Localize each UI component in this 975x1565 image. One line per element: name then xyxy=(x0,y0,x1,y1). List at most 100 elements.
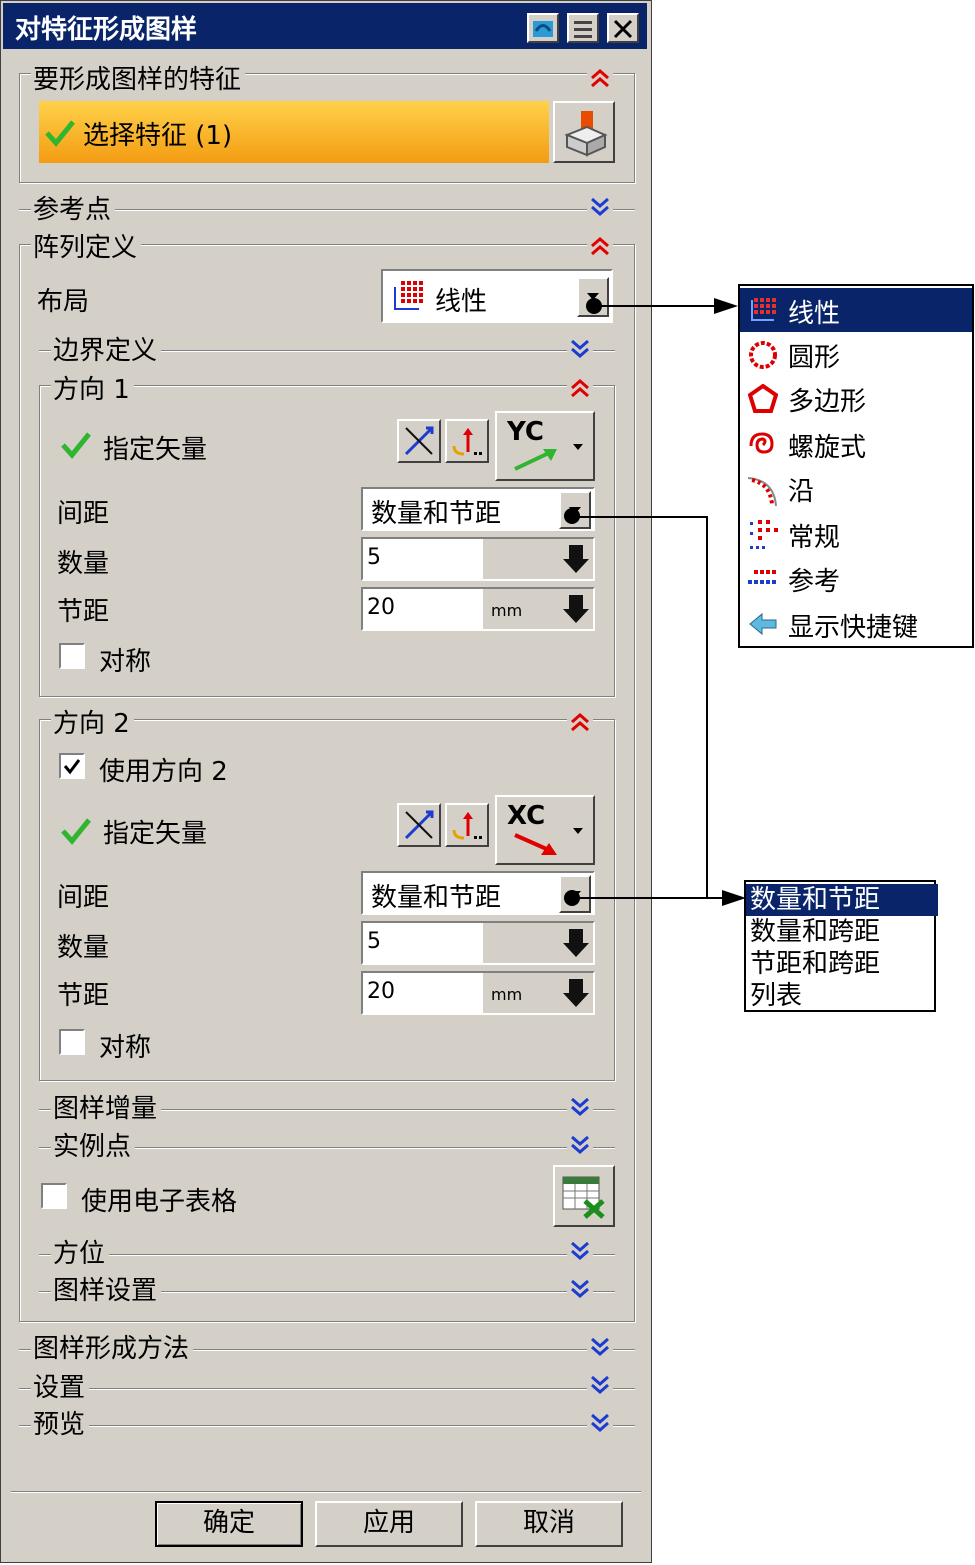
apply-button[interactable]: 应用 xyxy=(315,1501,463,1547)
vector-constructor-button[interactable] xyxy=(445,419,489,463)
separator xyxy=(19,1388,635,1390)
layout-menu-item-polygon[interactable]: 多边形 xyxy=(740,376,972,422)
layout-menu-item-along[interactable]: 沿 xyxy=(740,466,972,512)
layout-menu-item-linear[interactable]: 线性 xyxy=(740,288,972,332)
spreadsheet-icon xyxy=(562,1176,605,1219)
parameter-menu-icon[interactable] xyxy=(561,543,591,577)
close-button[interactable] xyxy=(607,13,639,43)
callout-line xyxy=(572,897,722,899)
collapse-chevron-icon[interactable] xyxy=(567,375,593,401)
layout-menu: 线性 圆形 多边形 螺旋式 沿 常规 参考 显示快捷键 xyxy=(738,284,974,648)
vector-type-dropdown[interactable]: YC xyxy=(495,411,595,481)
cancel-button[interactable]: 取消 xyxy=(475,1501,623,1547)
pattern-increment-section[interactable]: 图样增量 xyxy=(51,1088,162,1125)
expand-chevron-icon[interactable] xyxy=(567,1093,593,1119)
checkbox-check-icon xyxy=(63,759,81,775)
spacing-menu-item[interactable]: 节距和跨距 xyxy=(750,949,881,979)
spacing-menu-item[interactable]: 数量和节距 xyxy=(746,884,938,916)
expand-chevron-icon[interactable] xyxy=(567,1237,593,1263)
count-value: 5 xyxy=(367,545,381,570)
dropdown-arrow-icon xyxy=(587,293,599,300)
expand-chevron-icon[interactable] xyxy=(567,335,593,361)
reverse-direction-button[interactable] xyxy=(397,803,441,847)
reference-point-section[interactable]: 参考点 xyxy=(31,189,116,226)
spacing-dropdown[interactable]: 数量和节距 xyxy=(361,487,595,531)
spacing-label: 间距 xyxy=(57,883,110,913)
collapse-chevron-icon[interactable] xyxy=(567,709,593,735)
layout-menu-item-general[interactable]: 常规 xyxy=(740,512,972,556)
direction2-section xyxy=(39,719,615,1081)
arrow-left-icon xyxy=(749,612,777,636)
expand-chevron-icon[interactable] xyxy=(567,1275,593,1301)
dropdown-arrow-icon xyxy=(573,444,583,450)
vector-constructor-icon xyxy=(452,812,482,840)
menu-item-label: 圆形 xyxy=(788,343,841,373)
expand-chevron-icon[interactable] xyxy=(587,1409,613,1435)
symmetric-label: 对称 xyxy=(99,647,152,677)
checkmark-icon xyxy=(45,120,75,147)
array-definition-section xyxy=(19,244,635,1322)
reset-button[interactable] xyxy=(527,13,559,43)
menu-button[interactable] xyxy=(567,13,599,43)
layout-dropdown[interactable]: 线性 xyxy=(381,269,613,323)
settings-section[interactable]: 设置 xyxy=(31,1367,90,1404)
use-direction2-checkbox[interactable] xyxy=(59,753,85,779)
general-array-icon xyxy=(750,520,778,549)
ok-button[interactable]: 确定 xyxy=(155,1501,303,1547)
pattern-settings-section[interactable]: 图样设置 xyxy=(51,1270,162,1307)
expand-chevron-icon[interactable] xyxy=(587,1333,613,1359)
expand-chevron-icon[interactable] xyxy=(587,193,613,219)
use-direction2-label: 使用方向 2 xyxy=(99,757,228,787)
vector-type-dropdown[interactable]: XC xyxy=(495,795,595,865)
vector-constructor-button[interactable] xyxy=(445,803,489,847)
spreadsheet-button[interactable] xyxy=(553,1165,615,1227)
polygon-array-icon xyxy=(748,384,778,413)
use-spreadsheet-checkbox[interactable] xyxy=(41,1183,67,1209)
pitch-input[interactable]: 20 mm xyxy=(361,587,595,631)
reverse-direction-button[interactable] xyxy=(397,419,441,463)
pitch-input[interactable]: 20 mm xyxy=(361,971,595,1015)
spacing-menu-item[interactable]: 列表 xyxy=(750,981,803,1011)
layout-menu-item-circular[interactable]: 圆形 xyxy=(740,332,972,376)
symmetric-checkbox[interactable] xyxy=(59,1029,85,1055)
checkmark-icon xyxy=(61,432,91,459)
pattern-method-section[interactable]: 图样形成方法 xyxy=(31,1328,194,1365)
layout-menu-item-reference[interactable]: 参考 xyxy=(740,556,972,602)
along-curve-array-icon xyxy=(747,477,777,507)
layout-menu-item-spiral[interactable]: 螺旋式 xyxy=(740,422,972,466)
layout-value: 线性 xyxy=(435,287,488,317)
checkmark-icon xyxy=(61,818,91,845)
collapse-chevron-icon[interactable] xyxy=(587,233,613,259)
expand-chevron-icon[interactable] xyxy=(587,1371,613,1397)
menu-item-label: 沿 xyxy=(788,477,815,507)
orientation-section[interactable]: 方位 xyxy=(51,1233,110,1270)
spacing-dropdown[interactable]: 数量和节距 xyxy=(361,871,595,915)
select-feature-row[interactable]: 选择特征 (1) xyxy=(39,101,549,163)
expand-chevron-icon[interactable] xyxy=(567,1131,593,1157)
parameter-menu-icon[interactable] xyxy=(561,977,591,1011)
spacing-value: 数量和节距 xyxy=(371,499,502,529)
spiral-array-icon xyxy=(749,432,774,454)
separator xyxy=(39,350,615,352)
boundary-definition-section[interactable]: 边界定义 xyxy=(51,330,162,367)
menu-item-label: 螺旋式 xyxy=(788,433,867,463)
collapse-chevron-icon[interactable] xyxy=(587,65,613,91)
feature-picker-button[interactable] xyxy=(553,101,615,163)
specify-vector-label: 指定矢量 xyxy=(103,435,208,465)
count-value: 5 xyxy=(367,929,381,954)
list-icon xyxy=(574,21,592,38)
layout-menu-item-show-shortcuts[interactable]: 显示快捷键 xyxy=(740,602,972,646)
parameter-menu-icon[interactable] xyxy=(561,927,591,961)
count-input[interactable]: 5 xyxy=(361,537,595,581)
vector-type-label: XC xyxy=(507,801,546,831)
callout-line xyxy=(706,516,708,898)
symmetric-checkbox[interactable] xyxy=(59,643,85,669)
spacing-menu: 数量和节距 数量和跨距 节距和跨距 列表 xyxy=(744,880,938,1012)
spacing-menu-item[interactable]: 数量和跨距 xyxy=(750,917,881,947)
preview-section[interactable]: 预览 xyxy=(31,1404,90,1441)
linear-array-icon xyxy=(751,298,776,321)
instance-point-section[interactable]: 实例点 xyxy=(51,1126,136,1163)
parameter-menu-icon[interactable] xyxy=(561,593,591,627)
reset-icon xyxy=(533,21,553,37)
count-input[interactable]: 5 xyxy=(361,921,595,965)
